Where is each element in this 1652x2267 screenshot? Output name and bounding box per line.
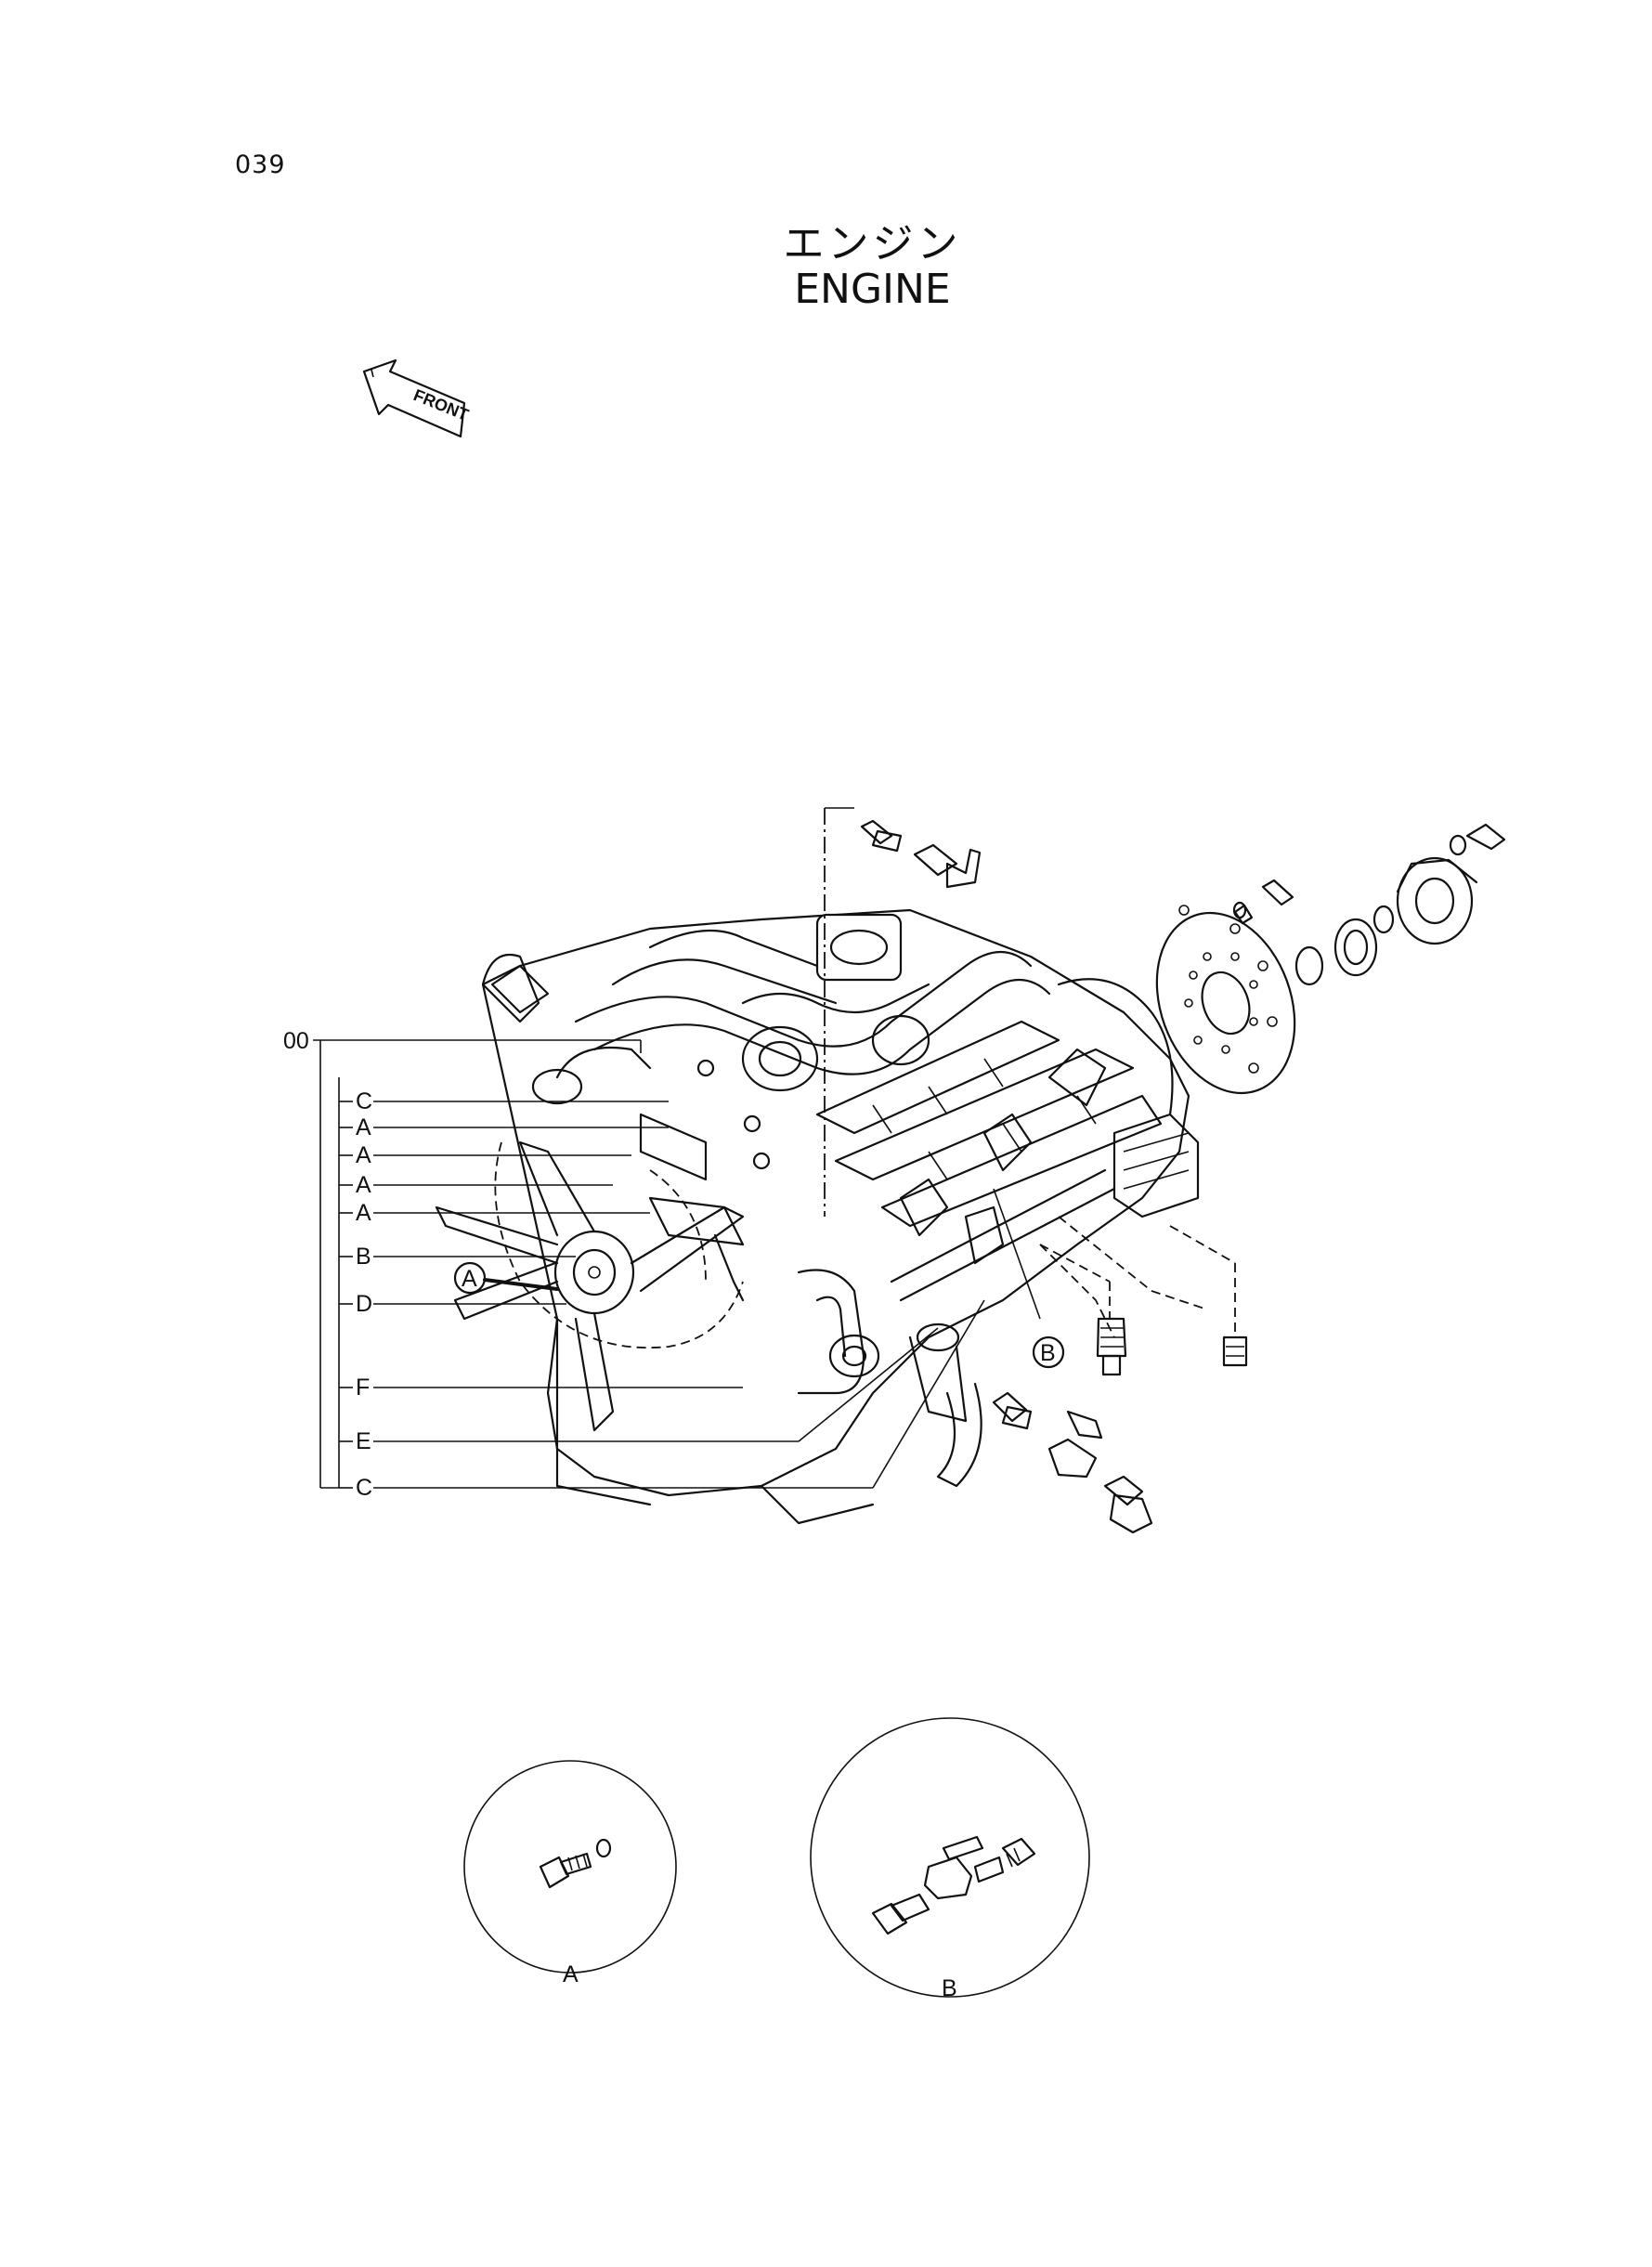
page-title-japanese: エンジン — [783, 220, 962, 267]
callout-label-d: D — [356, 1291, 372, 1317]
page-number: 039 — [235, 150, 286, 179]
callout-label-b: B — [356, 1244, 371, 1270]
detail-view-a-label: A — [563, 1961, 579, 1987]
detail-marker-a: A — [453, 1261, 559, 1295]
top-fitting-pair — [860, 819, 982, 889]
callout-label-a-3: A — [356, 1172, 371, 1198]
front-direction-arrow: FRONT — [362, 358, 471, 438]
detail-marker-a-label: A — [462, 1266, 477, 1292]
callout-label-c-bottom: C — [356, 1475, 372, 1501]
detail-view-a: A — [463, 1760, 677, 1987]
detail-marker-b-label: B — [1040, 1340, 1056, 1366]
callout-label-e: E — [356, 1428, 371, 1454]
callout-label-a-4: A — [356, 1200, 371, 1226]
drain-valve-assembly — [992, 1391, 1153, 1534]
callout-label-a-1: A — [356, 1114, 371, 1140]
callout-tree: 00 C A A A A B D F E C — [283, 1028, 985, 1501]
callout-label-a-2: A — [356, 1142, 371, 1168]
engine-assembly — [435, 908, 1208, 1525]
callout-label-f: F — [356, 1375, 370, 1401]
drain-plugs — [1096, 1317, 1248, 1376]
detail-marker-b: B — [1032, 1335, 1065, 1369]
callout-label-00: 00 — [283, 1028, 309, 1054]
callout-label-c-top: C — [356, 1088, 372, 1114]
flywheel-parts — [1155, 823, 1506, 1095]
detail-view-b: B — [810, 1717, 1090, 2001]
page-title-english: ENGINE — [794, 266, 951, 313]
leader-lines — [824, 807, 1236, 1337]
detail-view-b-label: B — [942, 1975, 957, 2001]
